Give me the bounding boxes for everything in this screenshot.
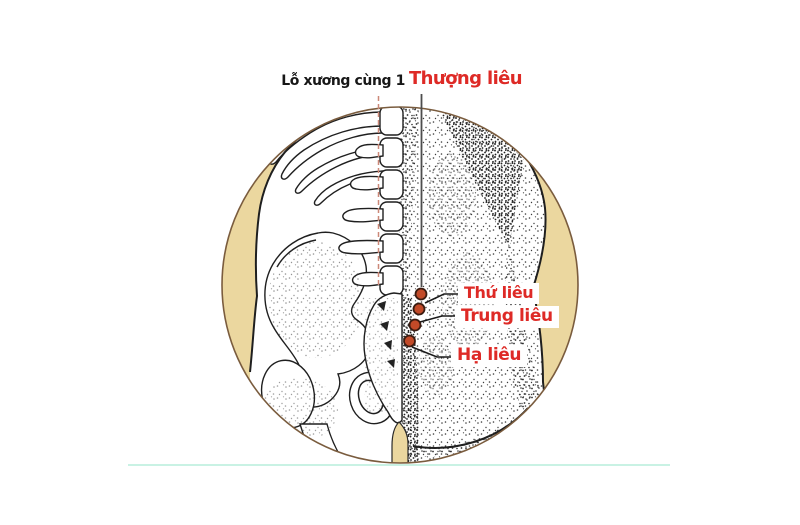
- bottom-rule-line: [128, 464, 670, 466]
- acupoint-ha-lieu-dot: [403, 334, 416, 348]
- acupoint-thu-lieu-dot: [412, 302, 426, 316]
- label-thu-lieu: Thứ liêu: [458, 283, 540, 304]
- lumbar-spine: [338, 107, 404, 296]
- acupoint-thuong-lieu-dot: [414, 287, 428, 301]
- label-sacral-foramen: Lỗ xương cùng 1: [281, 73, 405, 89]
- acupoint-dots: [403, 287, 428, 348]
- gluteal-cleft: [391, 421, 409, 463]
- acupoint-trung-lieu-dot: [408, 318, 422, 332]
- label-trung-lieu: Trung liêu: [455, 306, 559, 328]
- label-ha-lieu: Hạ liêu: [451, 345, 528, 367]
- label-thuong-lieu: Thượng liêu: [409, 68, 523, 89]
- circle-rim: [221, 106, 579, 464]
- bone-shading: [258, 242, 398, 442]
